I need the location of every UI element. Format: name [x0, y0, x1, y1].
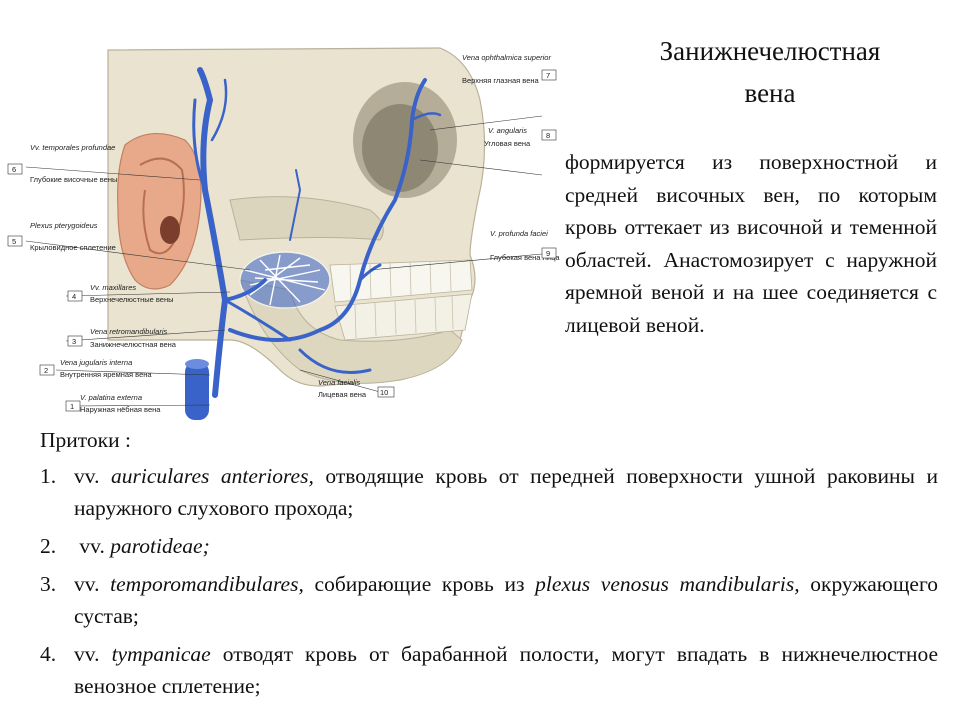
- label-2-russian: Внутренняя яремная вена: [60, 370, 152, 379]
- orbit-inner-shape: [362, 104, 438, 192]
- item-latin: tympanicae: [111, 642, 211, 666]
- label-2-latin: Vena jugularis interna: [60, 358, 132, 367]
- list-item: 2. vv. parotideae;: [40, 530, 938, 562]
- label-4-number: 4: [72, 292, 76, 301]
- label-1-latin: V. palatina externa: [80, 393, 142, 402]
- item-number: 2.: [40, 534, 57, 558]
- ear-shape: [117, 132, 202, 290]
- item-text: vv. temporomandibulares, собирающие кров…: [74, 568, 938, 632]
- item-prefix: vv.: [74, 572, 111, 596]
- label-10-number: 10: [380, 388, 388, 397]
- title-line-2: вена: [744, 78, 796, 108]
- item-suffix: отводящие кровь от передней поверхности …: [74, 464, 939, 520]
- tributaries-section: Притоки : 1. vv. auriculares anteriores,…: [40, 424, 938, 708]
- label-facialis: Vena facialis Лицевая вена 10: [318, 378, 395, 399]
- label-1-number: 1: [70, 402, 74, 411]
- label-3-russian: Занижнечелюстная вена: [90, 340, 177, 349]
- label-9-number: 9: [546, 249, 550, 258]
- item-suffix: собирающие кровь из: [303, 572, 536, 596]
- lower-teeth-lines: [354, 295, 454, 339]
- ear-canal: [160, 216, 180, 244]
- label-maxillares: Vv. maxillares Верхнечелюстные вены 4: [67, 283, 173, 304]
- label-8-latin: V. angularis: [488, 126, 527, 135]
- pterygoid-plexus: [239, 251, 331, 309]
- list-item: 1. vv. auriculares anteriores, отводящие…: [40, 460, 938, 524]
- zygomatic-arch: [229, 196, 384, 241]
- label-7-russian: Верхняя глазная вена: [462, 76, 540, 85]
- label-3-latin: Vena retromandibularis: [90, 327, 168, 336]
- label-6-russian: Глубокие височные вены: [30, 175, 117, 184]
- label-6-number: 6: [12, 165, 16, 174]
- label-7-latin: Vena ophthalmica superior: [462, 53, 551, 62]
- list-item: 3. vv. temporomandibulares, собирающие к…: [40, 568, 938, 632]
- label-9-latin: V. profunda faciei: [490, 229, 548, 238]
- upper-teeth-lines: [349, 260, 452, 301]
- label-10-latin: Vena facialis: [318, 378, 360, 387]
- jugular-vein-top: [185, 359, 209, 369]
- vein-description: формируется из поверхностной и средней в…: [565, 150, 937, 337]
- title-line-1: Занижнечелюстная: [659, 36, 881, 66]
- label-8-russian: Угловая вена: [484, 139, 531, 148]
- vein-network: [192, 67, 442, 398]
- item-latin: parotideae;: [110, 534, 210, 558]
- label-1-russian: Наружная нёбная вена: [80, 405, 161, 414]
- jugular-vein: [185, 362, 209, 420]
- item-latin-2: plexus venosus mandibularis,: [535, 572, 800, 596]
- label-6-latin: Vv. temporales profundae: [30, 143, 115, 152]
- item-suffix-2: окружающего сустав;: [74, 572, 938, 628]
- label-8-number: 8: [546, 131, 550, 140]
- label-pterygoideus: Plexus pterygoideus Крыловидное сплетени…: [7, 221, 116, 252]
- label-temporales: Vv. temporales profundae Глубокие височн…: [7, 143, 117, 184]
- tributaries-heading: Притоки :: [40, 428, 131, 452]
- label-9-russian: Глубокая вена лица: [490, 253, 560, 262]
- item-suffix: отводят кровь от барабанной полости, мог…: [74, 642, 939, 698]
- item-text: vv. tympanicae отводят кровь от барабанн…: [74, 638, 938, 702]
- leader-lines: [25, 115, 543, 407]
- item-latin: temporomandibulares,: [110, 572, 304, 596]
- list-item: 4. vv. tympanicae отводят кровь от бараб…: [40, 638, 938, 702]
- label-ophthalmica: Vena ophthalmica superior Верхняя глазна…: [462, 53, 557, 85]
- item-text: vv. auriculares anteriores, отводящие кр…: [74, 460, 938, 524]
- item-number: 3.: [40, 572, 57, 596]
- item-latin: auriculares anteriores,: [111, 464, 314, 488]
- label-5-number: 5: [12, 237, 16, 246]
- item-prefix: vv.: [74, 642, 112, 666]
- label-4-latin: Vv. maxillares: [90, 283, 136, 292]
- anatomy-illustration: Vena ophthalmica superior Верхняя глазна…: [0, 40, 560, 420]
- label-7-number: 7: [546, 71, 550, 80]
- slide-title: Занижнечелюстная вена: [610, 30, 930, 114]
- label-jugularis: Vena jugularis interna Внутренняя яремна…: [39, 358, 152, 379]
- label-4-russian: Верхнечелюстные вены: [90, 295, 173, 304]
- label-retromandibularis: Vena retromandibularis Занижнечелюстная …: [67, 327, 177, 349]
- label-2-number: 2: [44, 366, 48, 375]
- label-5-latin: Plexus pterygoideus: [30, 221, 98, 230]
- label-5-russian: Крыловидное сплетение: [30, 243, 116, 252]
- label-profunda: V. profunda faciei Глубокая вена лица 9: [490, 229, 560, 262]
- skull-veins-diagram: Vena ophthalmica superior Верхняя глазна…: [7, 47, 560, 420]
- item-prefix: vv.: [74, 464, 112, 488]
- lower-teeth: [334, 293, 473, 341]
- item-text: vv. parotideae;: [74, 530, 938, 562]
- item-number: 1.: [40, 464, 57, 488]
- label-3-number: 3: [72, 337, 76, 346]
- label-10-russian: Лицевая вена: [318, 390, 367, 399]
- upper-teeth: [329, 259, 473, 303]
- label-angularis: V. angularis Угловая вена 8: [484, 126, 557, 148]
- item-prefix: vv.: [74, 534, 111, 558]
- label-palatina: V. palatina externa Наружная нёбная вена…: [65, 393, 161, 414]
- orbit-shape: [353, 82, 457, 198]
- item-number: 4.: [40, 642, 57, 666]
